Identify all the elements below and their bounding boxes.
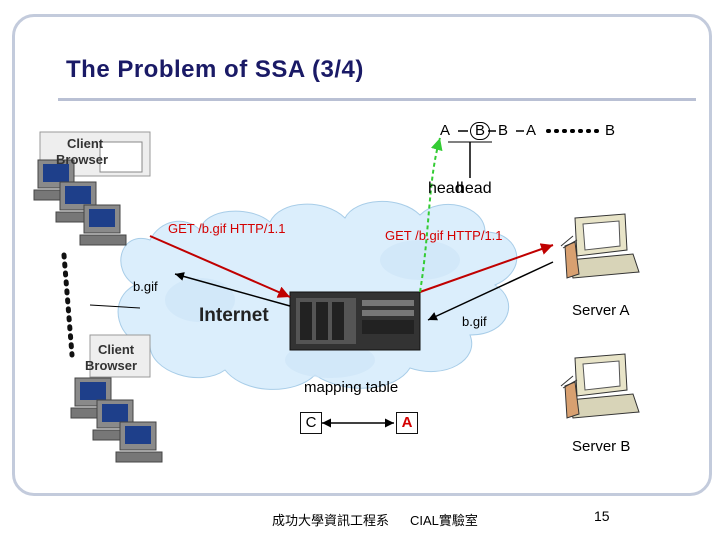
- packet-a-1: A: [440, 122, 451, 139]
- client-label-bottom-1: Client: [98, 342, 135, 357]
- mapping-value-cell: A: [396, 412, 418, 434]
- packet-b-3: B: [605, 122, 616, 139]
- client-label-top-2: Browser: [56, 152, 109, 167]
- bottom-client-link: [89, 304, 141, 309]
- response-arrow-right: [427, 261, 554, 321]
- request-label-left: GET /b.gif HTTP/1.1: [168, 221, 286, 236]
- request-arrow-right: [419, 243, 554, 293]
- packet-b-2: B: [498, 122, 509, 139]
- server-a-label: Server A: [572, 302, 630, 319]
- mapping-table-title: mapping table: [304, 379, 399, 396]
- response-label-right: b.gif: [462, 314, 487, 329]
- client-label-bottom-2: Browser: [85, 358, 138, 373]
- dotted-client-line: [61, 252, 75, 358]
- packet-a-2: A: [526, 122, 537, 139]
- page-number: 15: [594, 508, 610, 524]
- internet-label: Internet: [199, 305, 269, 326]
- footer-lab: CIAL實驗室: [410, 513, 478, 528]
- response-label-left: b.gif: [133, 279, 158, 294]
- mapping-key-cell: C: [300, 412, 322, 434]
- server-b-computer: [560, 353, 640, 419]
- client-computers-bottom: [70, 334, 163, 463]
- request-arrow-left: [149, 235, 291, 298]
- footer-org: 成功大學資訊工程系: [272, 513, 390, 528]
- client-label-top-1: Client: [67, 136, 104, 151]
- slide-title: The Problem of SSA (3/4): [66, 56, 364, 83]
- client-computers-top: [33, 131, 151, 246]
- response-arrow-left: [174, 272, 291, 307]
- server-b-label: Server B: [572, 438, 631, 455]
- packet-b-1: B: [470, 122, 491, 140]
- server-a-computer: [560, 213, 640, 279]
- dispatcher-server: [289, 291, 421, 351]
- green-dashed-arrow: [419, 137, 443, 293]
- request-label-right: GET /b.gif HTTP/1.1: [385, 228, 503, 243]
- head-label-1: head: [428, 180, 464, 197]
- head-label-2: head: [456, 180, 492, 197]
- title-underline: [58, 98, 696, 101]
